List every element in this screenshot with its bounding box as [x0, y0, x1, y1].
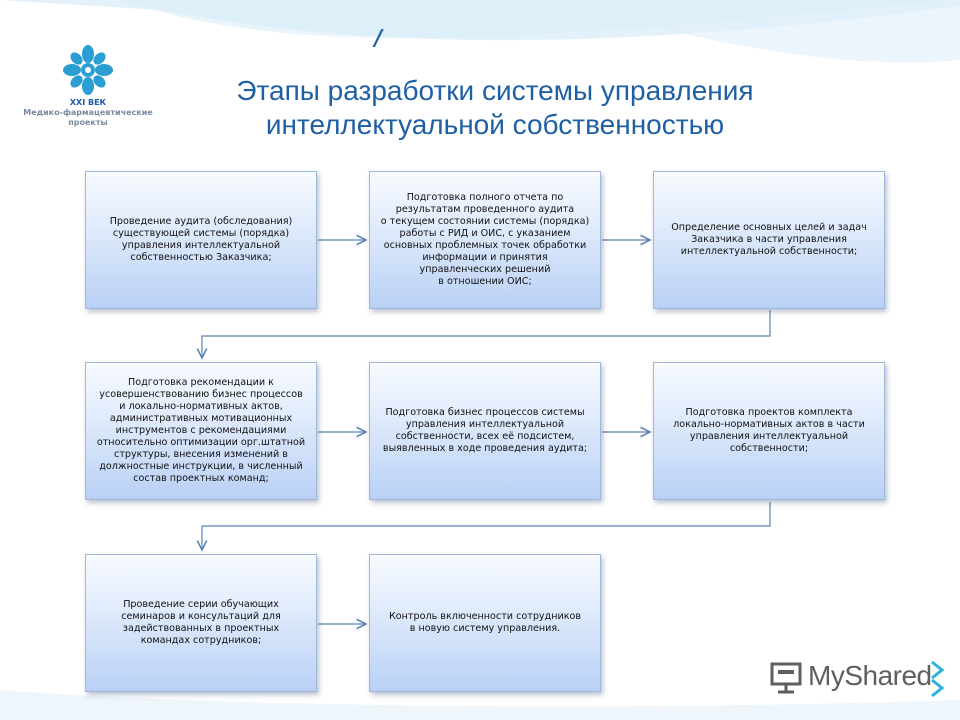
- page-title: Этапы разработки системы управления инте…: [236, 75, 754, 140]
- step-4-text: Подготовка рекомендации к усовершенствов…: [96, 377, 306, 484]
- myshared-watermark: MyShared: [768, 656, 948, 702]
- logo-line-2: Медико-фармацевтические проекты: [23, 108, 153, 127]
- arrow-6-7: [202, 502, 771, 550]
- step-6-text: Подготовка проектов комплекта локально-н…: [673, 407, 865, 454]
- decorative-chevrons-icon: [931, 660, 945, 698]
- step-box-8: Контроль включенности сотрудников в нову…: [369, 554, 601, 692]
- presentation-icon: [770, 662, 802, 694]
- company-logo: XXI ВЕК Медико-фармацевтические проекты: [18, 40, 158, 130]
- step-7-text: Проведение серии обучающих семинаров и к…: [121, 599, 281, 646]
- logo-flower-icon: [63, 45, 113, 95]
- step-3-text: Определение основных целей и задач Заказ…: [671, 222, 867, 257]
- step-box-2: Подготовка полного отчета по результатам…: [369, 171, 601, 309]
- step-box-1: Проведение аудита (обследования) существ…: [85, 171, 317, 309]
- step-2-text: Подготовка полного отчета по результатам…: [380, 192, 590, 287]
- step-8-text: Контроль включенности сотрудников в нову…: [388, 611, 582, 634]
- logo-line-1: XXI ВЕК: [69, 98, 107, 107]
- step-box-4: Подготовка рекомендации к усовершенствов…: [85, 362, 317, 500]
- arrow-3-4: [202, 310, 771, 358]
- watermark-text: MyShared: [808, 660, 932, 691]
- step-box-3: Определение основных целей и задач Заказ…: [653, 171, 885, 309]
- step-5-text: Подготовка бизнес процессов системы упра…: [382, 407, 588, 454]
- step-box-6: Подготовка проектов комплекта локально-н…: [653, 362, 885, 500]
- step-box-7: Проведение серии обучающих семинаров и к…: [85, 554, 317, 692]
- step-box-5: Подготовка бизнес процессов системы упра…: [369, 362, 601, 500]
- step-1-text: Проведение аудита (обследования) существ…: [109, 216, 293, 263]
